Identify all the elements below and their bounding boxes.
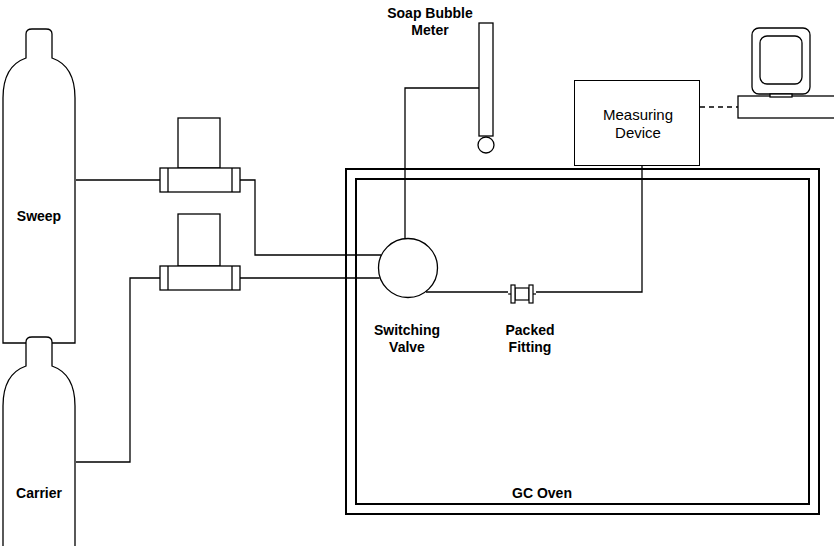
valve-shape xyxy=(379,239,438,298)
fitting-ferrule xyxy=(511,285,515,303)
gas-line xyxy=(405,88,479,238)
soap-bubble-meter: Soap Bubble Meter xyxy=(380,3,500,155)
node-label: Packed Fitting xyxy=(492,322,568,356)
fitting-ferrule xyxy=(529,285,533,303)
cylinder-shape xyxy=(3,29,75,343)
fitting-symbol xyxy=(508,284,536,304)
node-label: Measuring Device xyxy=(582,106,694,142)
bubble-bulb xyxy=(478,137,494,153)
switching-valve: Switching Valve xyxy=(367,235,447,365)
gas-line xyxy=(426,291,508,292)
fitting-stub xyxy=(508,293,511,294)
fitting-nut xyxy=(515,288,529,300)
gas-line xyxy=(76,278,380,462)
tube-shape xyxy=(479,23,493,136)
cylinder-shape xyxy=(3,337,75,546)
node-label: GC Oven xyxy=(512,485,572,502)
gas-cylinder: Sweep xyxy=(2,28,76,338)
data-cable xyxy=(700,106,738,107)
flow-regulator xyxy=(160,118,240,192)
valve-circle xyxy=(377,237,439,299)
fitting-parts xyxy=(508,285,536,303)
gas-line xyxy=(536,166,642,292)
node-label: Soap Bubble Meter xyxy=(380,5,480,39)
node-label: Switching Valve xyxy=(367,322,447,356)
node-label: Carrier xyxy=(16,485,62,502)
fitting-stub xyxy=(533,293,536,294)
node-label: Sweep xyxy=(17,208,61,225)
computer-icon xyxy=(738,28,834,118)
oven-enclosure: GC Oven Switching Valve Packed Fitting xyxy=(345,168,820,515)
flow-regulator xyxy=(160,214,240,290)
packed-fitting: Packed Fitting xyxy=(492,282,568,362)
cylinder-outline xyxy=(2,336,76,546)
device-box: Measuring Device xyxy=(574,80,700,166)
meter-tube xyxy=(477,22,495,156)
gas-cylinder: Carrier xyxy=(2,336,76,546)
cylinder-outline xyxy=(2,28,76,338)
